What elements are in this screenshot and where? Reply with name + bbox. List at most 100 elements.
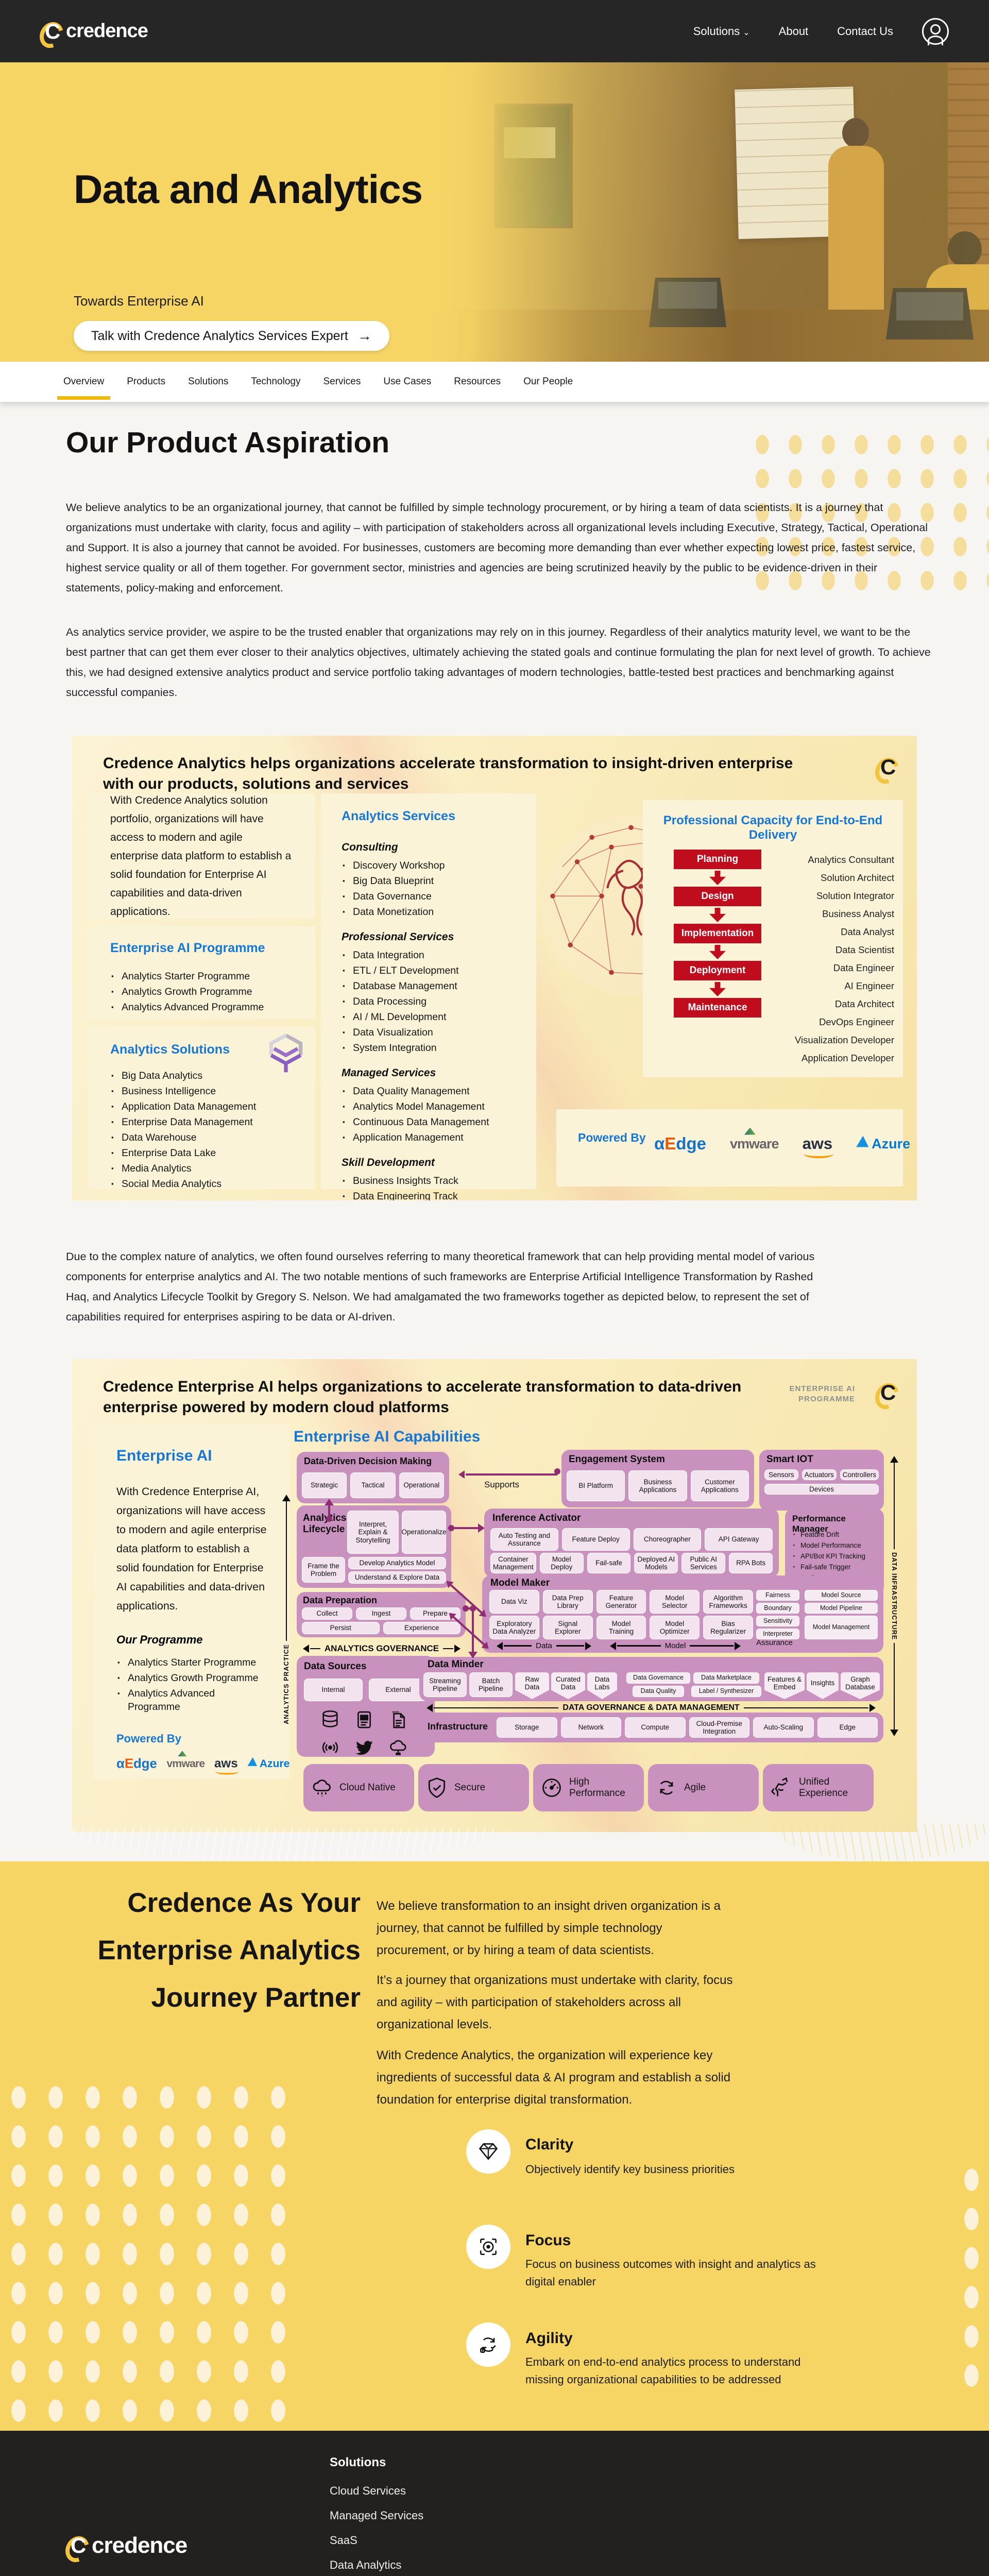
account-icon[interactable] (922, 18, 949, 45)
service-item: Discovery Workshop (342, 859, 526, 872)
nav-solutions[interactable]: Solutions⌄ (693, 24, 750, 38)
top-header: C credence Solutions⌄ About Contact Us (0, 0, 989, 62)
nav-about[interactable]: About (778, 24, 809, 38)
professional-capacity-card: Professional Capacity for End-to-End Del… (643, 800, 903, 1077)
tag: Data Labs (587, 1672, 617, 1699)
pill: Model Optimizer (650, 1616, 700, 1639)
poster1-title: Credence Analytics helps organizations a… (103, 755, 793, 792)
credence-c-icon: C (871, 753, 903, 788)
unified-experience-badge: Unified Experience (763, 1764, 874, 1811)
pill: Choreographer (633, 1528, 702, 1551)
tab[interactable]: Products (127, 376, 166, 387)
nav-contact[interactable]: Contact Us (837, 24, 893, 38)
solution-item: Data Warehouse (110, 1131, 256, 1144)
stage-box: Deployment (674, 961, 761, 980)
pill: Batch Pipeline (469, 1672, 513, 1697)
pill: Edge (817, 1717, 878, 1738)
model-span-arrow: Model (606, 1641, 745, 1650)
inference-activator-box: Inference Activator Auto Testing and Ass… (484, 1509, 779, 1578)
top-nav: Solutions⌄ About Contact Us (693, 18, 949, 45)
enterprise-ai-title: Enterprise AI (116, 1447, 212, 1464)
agile-badge: Agile (648, 1764, 759, 1811)
tag: Curated Data (551, 1672, 585, 1699)
tab[interactable]: Our People (523, 376, 573, 387)
partner-title: Credence As Your Enterprise Analytics Jo… (97, 1888, 361, 2013)
credence-c-icon: C (35, 18, 68, 52)
managed-group: Managed Services Data Quality Management… (342, 1067, 526, 1144)
chevron-down-icon: ⌄ (743, 28, 750, 37)
role-item: Visualization Developer (795, 1035, 894, 1045)
service-item: Database Management (342, 979, 526, 993)
pill: Model Management (805, 1616, 878, 1639)
credence-c-icon: C (61, 2532, 94, 2567)
cloud-native-badge: Cloud Native (303, 1764, 414, 1811)
pill: Storage (497, 1717, 557, 1738)
pill: API Gateway (705, 1528, 773, 1551)
hero-subtitle: Towards Enterprise AI (74, 293, 204, 309)
professional-title: Professional Services (342, 931, 454, 943)
service-item: Data Visualization (342, 1026, 526, 1039)
service-item: AI / ML Development (342, 1010, 526, 1024)
talk-expert-button[interactable]: Talk with Credence Analytics Services Ex… (74, 321, 389, 351)
pill: Data Governance (626, 1672, 690, 1684)
analytics-governance-arrow: ANALYTICS GOVERNANCE (299, 1643, 465, 1654)
capabilities-title: Enterprise AI Capabilities (294, 1428, 481, 1445)
analytics-lifecycle-box: Analytics Lifecycle Interpret, Explain &… (297, 1505, 451, 1588)
supports-label: Supports (484, 1480, 520, 1489)
service-item: Continuous Data Management (342, 1115, 526, 1129)
hand-arrows-icon (771, 1777, 788, 1797)
pill: Fairness (756, 1590, 799, 1601)
pill: Model Deploy (539, 1553, 584, 1573)
diamond-icon (479, 2143, 498, 2160)
tab[interactable]: Use Cases (383, 376, 432, 387)
pill: Develop Analytics Model (348, 1557, 446, 1569)
skill-title: Skill Development (342, 1157, 435, 1168)
footer-link[interactable]: Data Analytics (330, 2558, 402, 2571)
pill: Data Quality (633, 1686, 684, 1697)
pill: Controllers (840, 1469, 879, 1481)
azure-logo: Azure (247, 1757, 290, 1770)
role-item: Solution Architect (821, 872, 894, 883)
service-item: Data Governance (342, 890, 526, 903)
database-icon (322, 1710, 338, 1727)
hero-title: Data and Analytics (74, 166, 423, 212)
tab[interactable]: Overview (57, 376, 111, 400)
credence-logo[interactable]: C credence (35, 18, 148, 52)
footer-link[interactable]: SaaS (330, 2534, 357, 2547)
pill: Collect (302, 1607, 352, 1620)
pill: Public AI Services (681, 1553, 726, 1573)
tab[interactable]: Services (323, 376, 361, 387)
role-item: Business Analyst (822, 908, 894, 919)
service-item: Data Integration (342, 948, 526, 962)
alpha-edge-logo: αEdge (654, 1134, 706, 1153)
pill: Experience (383, 1622, 461, 1634)
tab[interactable]: Resources (454, 376, 501, 387)
role-item: Solution Integrator (816, 890, 894, 901)
enterprise-ai-text: With Credence Enterprise AI, organizatio… (116, 1485, 267, 1612)
pill: Strategic (302, 1472, 347, 1498)
footer-logo[interactable]: C credence (61, 2532, 187, 2567)
tab[interactable]: Solutions (188, 376, 229, 387)
solution-item: Social Media Analytics (110, 1177, 256, 1191)
tab[interactable]: Technology (251, 376, 301, 387)
programme-item: Analytics Advanced Programme (110, 1001, 264, 1014)
pill: Fail-safe (587, 1553, 631, 1573)
footer-link[interactable]: Cloud Services (330, 2484, 406, 2497)
footer-link[interactable]: Managed Services (330, 2509, 424, 2522)
programme-item: Analytics Growth Programme (116, 1671, 269, 1685)
powered-by-label: Powered By (578, 1131, 646, 1144)
pill: Signal Explorer (542, 1616, 593, 1639)
enterprise-ai-card: Enterprise AI With Credence Enterprise A… (94, 1425, 289, 1779)
stage-box: Design (674, 887, 761, 906)
secure-badge: Secure (418, 1764, 529, 1811)
stage-box: Implementation (674, 924, 761, 943)
consulting-title: Consulting (342, 841, 398, 853)
arrow-right-icon: → (357, 328, 372, 344)
clarity-desc: Objectively identify key business priori… (525, 2163, 735, 2176)
pill: External (369, 1679, 428, 1701)
pill: Tactical (350, 1472, 396, 1498)
